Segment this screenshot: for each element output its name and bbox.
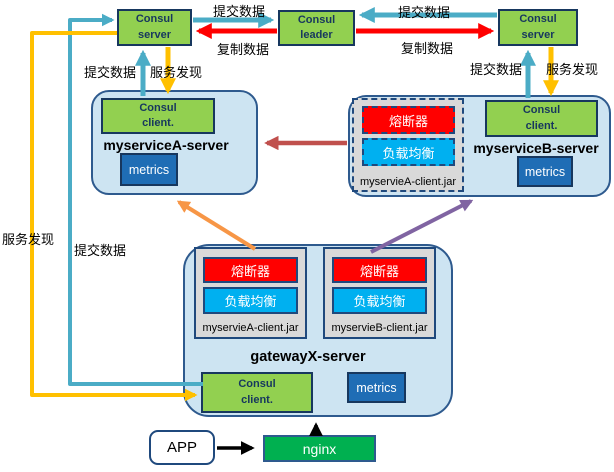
myservicea-consul-client-line2: client. xyxy=(142,117,174,129)
gateway-jar-b-load-balancer-chip: 负载均衡 xyxy=(332,287,427,314)
consul-server-right-label-line1: Consul xyxy=(519,13,557,26)
label-discover-service-b: 服务发现 xyxy=(546,62,599,77)
consul-leader-node: Consul leader xyxy=(278,10,355,46)
myserviceb-consul-client-node: Consul client. xyxy=(485,100,598,137)
label-submit-service-a: 提交数据 xyxy=(84,65,137,80)
myservicea-consul-client-line1: Consul xyxy=(139,101,177,114)
nginx-box: nginx xyxy=(263,435,376,462)
consul-server-right-node: Consul server xyxy=(498,9,578,46)
gateway-jar-a-load-balancer-chip: 负载均衡 xyxy=(203,287,298,314)
myservicea-consul-client-node: Consul client. xyxy=(101,98,215,134)
gateway-metrics-box: metrics xyxy=(347,372,406,403)
gateway-jar-b-circuit-breaker-chip: 熔断器 xyxy=(332,257,427,283)
label-replicate-right-pair: 复制数据 xyxy=(401,41,454,56)
app-box: APP xyxy=(149,430,215,465)
gateway-jar-b-filename-label: myservieB-client.jar xyxy=(331,322,428,334)
label-replicate-left-pair: 复制数据 xyxy=(217,42,270,57)
myserviceb-circuit-breaker-chip: 熔断器 xyxy=(362,106,455,134)
label-submit-right-pair: 提交数据 xyxy=(398,5,451,20)
label-discover-service-a: 服务发现 xyxy=(150,65,203,80)
myserviceb-load-balancer-chip: 负载均衡 xyxy=(362,138,455,166)
myserviceb-title: myserviceB-server xyxy=(473,140,599,156)
arrow-consul-server-discover-to-gateway xyxy=(30,31,198,402)
gateway-jar-a-filename-label: myservieA-client.jar xyxy=(202,322,299,334)
label-submit-service-b: 提交数据 xyxy=(470,62,523,77)
consul-server-left-label-line1: Consul xyxy=(135,13,174,26)
gateway-consul-client-line2: client. xyxy=(241,393,273,406)
myserviceb-consul-client-line2: client. xyxy=(525,119,558,132)
label-submit-gateway: 提交数据 xyxy=(74,243,127,258)
myservicea-title: myserviceA-server xyxy=(103,137,229,153)
myserviceb-metrics-box: metrics xyxy=(517,156,573,187)
gateway-consul-client-node: Consul client. xyxy=(201,372,313,413)
arrow-gateway-calls-servicea xyxy=(176,200,257,251)
label-discover-gateway: 服务发现 xyxy=(2,232,55,247)
consul-leader-label-line2: leader xyxy=(300,29,333,41)
consul-server-left-label-line2: server xyxy=(137,28,172,41)
myserviceb-jar-filename-label: myservieA-client.jar xyxy=(360,176,456,188)
myserviceb-consul-client-line1: Consul xyxy=(522,104,561,117)
consul-server-left-node: Consul server xyxy=(117,9,192,46)
gateway-title: gatewayX-server xyxy=(250,349,366,365)
gateway-jar-a-circuit-breaker-chip: 熔断器 xyxy=(203,257,298,283)
gateway-consul-client-line1: Consul xyxy=(238,378,276,391)
consul-leader-label-line1: Consul xyxy=(297,13,336,26)
label-submit-left-pair: 提交数据 xyxy=(213,4,266,19)
myservicea-metrics-box: metrics xyxy=(120,153,178,186)
consul-server-right-label-line2: server xyxy=(521,28,555,41)
